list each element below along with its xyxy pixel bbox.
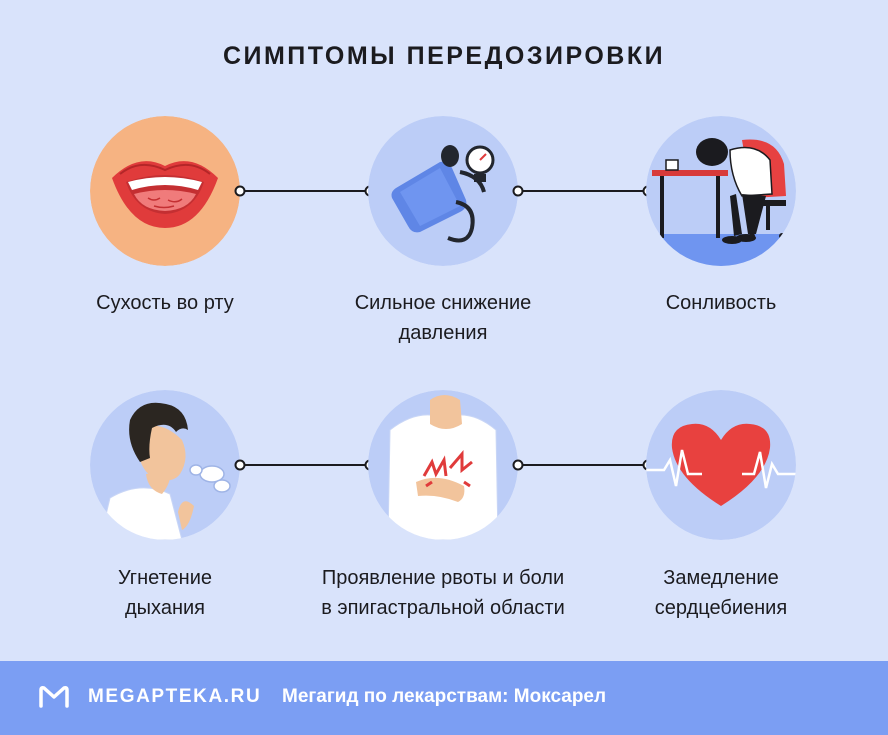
footer-brand[interactable]: MEGAPTEKA.RU <box>88 686 262 707</box>
connector-line <box>234 185 376 197</box>
blood-pressure-cuff-icon <box>368 116 518 266</box>
symptom-row-2 <box>0 390 888 540</box>
stomach-pain-icon <box>368 390 518 540</box>
symptom-label-dry-mouth: Сухость во рту <box>96 292 234 314</box>
drowsy-person-icon <box>646 116 796 266</box>
symptom-label-drowsiness: Сонливость <box>665 292 777 314</box>
breathing-person-icon <box>90 390 240 540</box>
megapteka-logo-icon <box>38 684 70 715</box>
footer-tagline: Мегагид по лекарствам: Моксарел <box>282 686 607 707</box>
symptom-row-1 <box>0 116 888 266</box>
connector-line <box>512 185 654 197</box>
connector-line <box>234 459 376 471</box>
page-title: СИМПТОМЫ ПЕРЕДОЗИРОВКИ <box>222 42 666 70</box>
connector-line <box>512 459 654 471</box>
dry-mouth-icon <box>90 116 240 266</box>
heart-pulse-icon <box>646 390 796 540</box>
footer-bar: MEGAPTEKA.RU Мегагид по лекарствам: Мокс… <box>0 661 888 735</box>
